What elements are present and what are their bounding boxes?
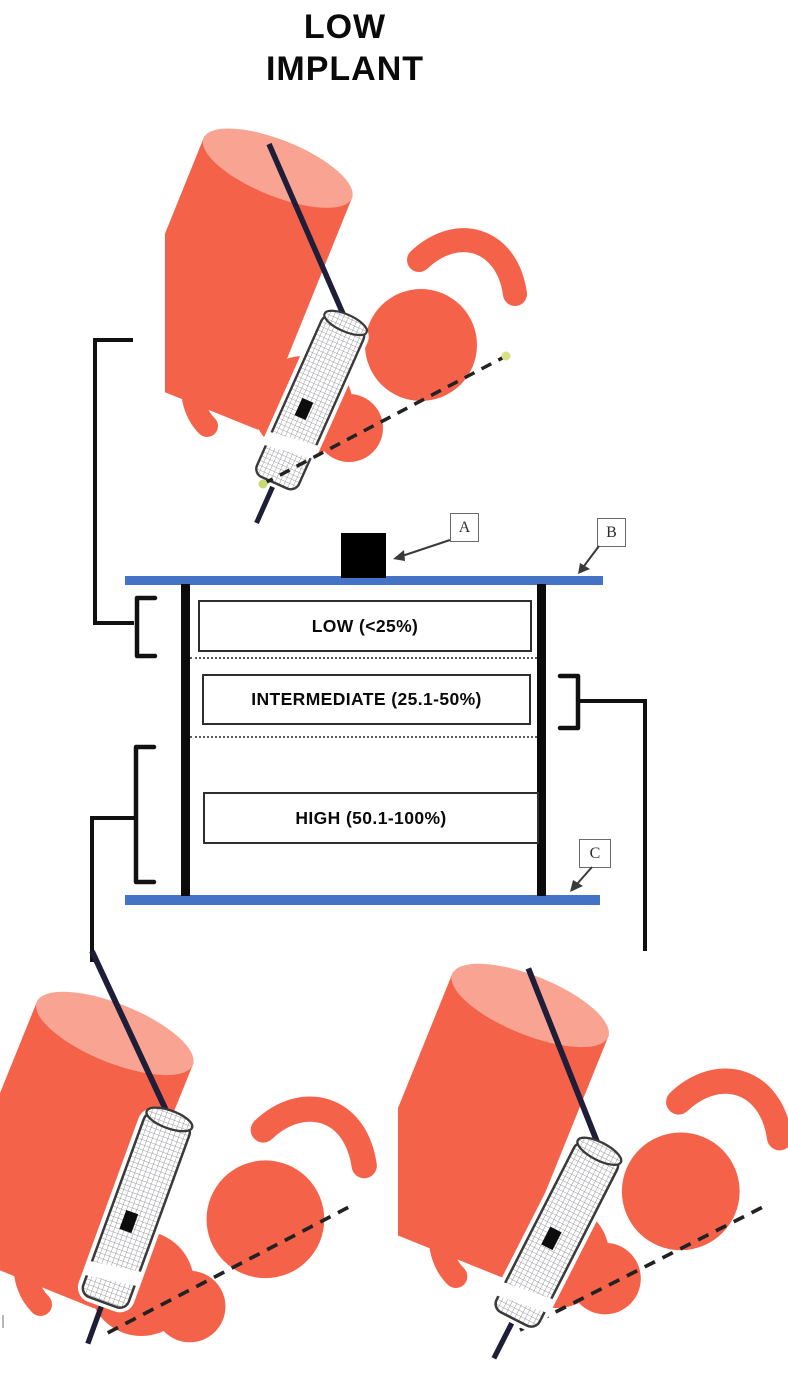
implant-white-band bbox=[84, 1260, 143, 1287]
implant-cylinder bbox=[77, 1106, 195, 1345]
zone-low-label: LOW (<25%) bbox=[311, 615, 419, 636]
penis-bulb-anatomy bbox=[398, 947, 780, 1315]
callout-a: A bbox=[450, 513, 479, 542]
figure-title: LOW IMPLANT bbox=[165, 6, 525, 90]
implant-cylinder bbox=[251, 309, 369, 524]
arrow-c bbox=[570, 866, 593, 892]
reference-dashed-line bbox=[106, 1205, 351, 1335]
anatomy-illustration-low bbox=[165, 108, 595, 524]
zone-box-intermediate: INTERMEDIATE (25.1-50%) bbox=[202, 674, 531, 725]
reference-dashed-line bbox=[519, 1205, 764, 1332]
urethra-line bbox=[266, 142, 350, 325]
urethra-line bbox=[525, 967, 604, 1153]
zone-separator bbox=[190, 736, 537, 738]
callout-a-label: A bbox=[458, 518, 471, 536]
penis-bulb-anatomy bbox=[165, 112, 515, 462]
anatomy-illustration-high bbox=[0, 950, 442, 1374]
connector-high bbox=[90, 816, 134, 962]
marker-a-square bbox=[341, 533, 386, 578]
arrow-b bbox=[578, 545, 600, 574]
implant-white-band bbox=[263, 431, 319, 460]
reference-line-c bbox=[125, 895, 600, 905]
stray-scan-mark bbox=[2, 1315, 4, 1328]
bracket-low bbox=[134, 595, 158, 659]
implant-marker-dot bbox=[294, 397, 314, 421]
zone-separator bbox=[190, 657, 537, 659]
zone-intermediate-label: INTERMEDIATE (25.1-50%) bbox=[251, 689, 482, 709]
callout-c-label: C bbox=[589, 844, 601, 862]
arrow-a bbox=[393, 539, 451, 561]
connector-intermediate bbox=[578, 699, 647, 951]
scale-left-bar bbox=[181, 584, 190, 896]
callout-b-label: B bbox=[606, 523, 617, 541]
zone-high-label: HIGH (50.1-100%) bbox=[295, 807, 447, 828]
figure-title-line2: IMPLANT bbox=[265, 50, 425, 88]
figure-title-line1: LOW bbox=[303, 8, 387, 46]
callout-b: B bbox=[597, 518, 626, 547]
dashed-endpoint-dot bbox=[501, 351, 511, 361]
bracket-intermediate bbox=[557, 673, 581, 731]
reference-line-b bbox=[125, 576, 603, 585]
implant-white-band bbox=[495, 1281, 555, 1314]
implant-marker-dot bbox=[541, 1226, 562, 1251]
urethra-line bbox=[89, 950, 174, 1122]
anatomy-illustration-intermediate bbox=[398, 938, 788, 1360]
scale-right-bar bbox=[537, 584, 546, 896]
zone-box-high: HIGH (50.1-100%) bbox=[203, 792, 539, 844]
reference-dashed-line bbox=[262, 354, 507, 486]
dashed-endpoint-dot bbox=[258, 479, 268, 489]
implant-cylinder bbox=[490, 1136, 623, 1360]
bracket-high bbox=[133, 744, 157, 885]
zone-box-low: LOW (<25%) bbox=[198, 600, 532, 652]
callout-c: C bbox=[579, 839, 611, 868]
implant-marker-dot bbox=[119, 1209, 139, 1234]
